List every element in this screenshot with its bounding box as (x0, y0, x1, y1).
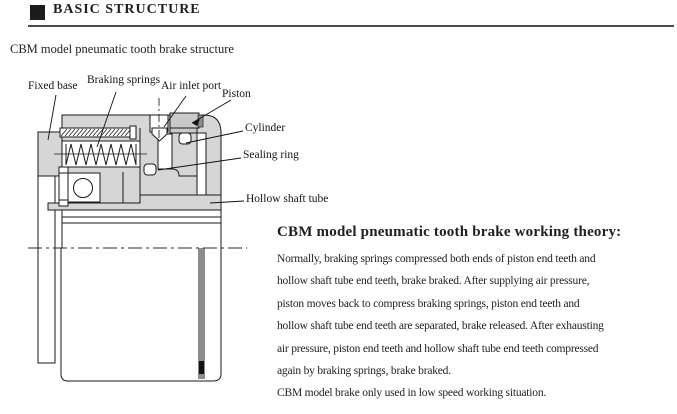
braking-spring (65, 143, 137, 166)
hollow-shaft-tube-leader-line (209, 200, 245, 204)
theory-line: air pressure, piston end teeth and hollo… (277, 342, 599, 355)
section-marker-square-icon (30, 5, 45, 20)
section-title: BASIC STRUCTURE (53, 2, 201, 17)
theory-line: hollow shaft tube end teeth are separate… (277, 320, 604, 333)
keyway-mark (199, 361, 204, 374)
header-rule (28, 25, 674, 27)
shaft-body (60, 248, 222, 382)
bearing-ball (73, 178, 93, 198)
theory-heading: CBM model pneumatic tooth brake working … (277, 224, 622, 240)
figure-caption: CBM model pneumatic tooth brake structur… (10, 42, 234, 56)
cylinder-leader-line (185, 130, 244, 144)
label-air-inlet-port: Air inlet port (161, 80, 222, 92)
theory-line: piston moves back to compress braking sp… (277, 297, 580, 310)
label-piston: Piston (222, 88, 251, 100)
theory-line: hollow shaft tube end teeth, brake brake… (277, 275, 590, 288)
label-fixed-base: Fixed base (28, 80, 78, 92)
shaft-keyway-strip (198, 248, 205, 379)
label-braking-springs: Braking springs (87, 74, 161, 86)
theory-line: again by braking springs, brake braked. (277, 365, 451, 378)
theory-paragraph: Normally, braking springs compressed bot… (277, 248, 604, 405)
fixed-base-leader-line (47, 94, 57, 141)
label-cylinder: Cylinder (245, 122, 286, 134)
hollow-shaft-tube-band (47, 194, 222, 211)
label-sealing-ring: Sealing ring (243, 149, 299, 161)
piston-leader-line (191, 99, 232, 124)
sealing-ring-leader-line (157, 157, 242, 171)
piston-leader-arrowhead (192, 119, 200, 126)
air-inlet-leader-line (163, 95, 187, 128)
piston-shape (169, 112, 200, 129)
braking-springs-leader-line (96, 91, 117, 148)
label-hollow-shaft-tube: Hollow shaft tube (246, 193, 329, 205)
sealing-ring-upper (178, 132, 192, 145)
theory-note: CBM model brake only used in low speed w… (277, 387, 547, 400)
sealing-ring-lower (143, 163, 157, 176)
air-valve (151, 127, 168, 142)
theory-line: Normally, braking springs compressed bot… (277, 253, 596, 265)
